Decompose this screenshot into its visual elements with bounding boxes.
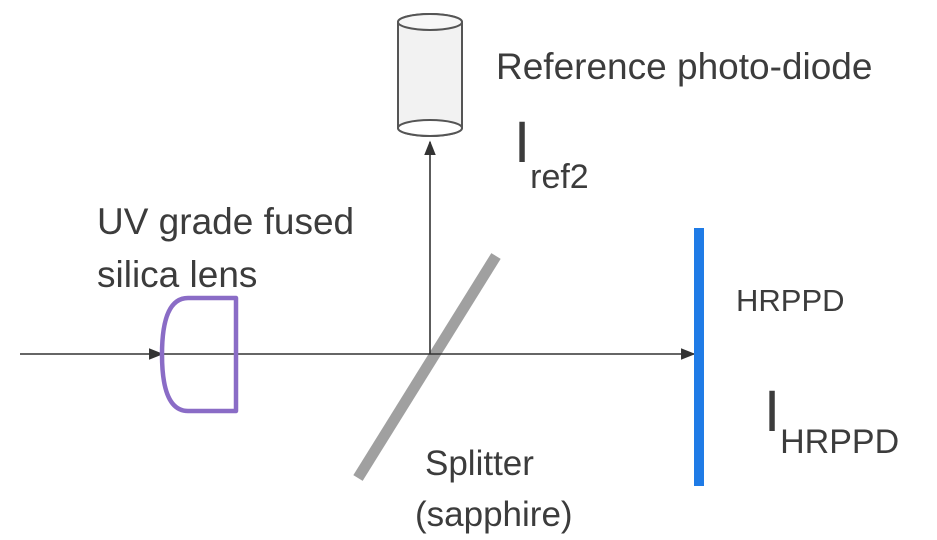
ref2-intensity-symbol: Iref2 — [514, 114, 589, 195]
photodiode-window — [397, 119, 463, 137]
hrppd-label: HRPPD — [736, 283, 845, 318]
photodiode-top — [397, 13, 463, 31]
splitter-label-line2: (sapphire) — [415, 495, 573, 534]
lens-label-line2: silica lens — [97, 254, 258, 295]
splitter-label-line1: Splitter — [425, 444, 534, 483]
hrppd-intensity-symbol: IHRPPD — [764, 383, 899, 460]
uv-fused-silica-lens — [159, 295, 239, 414]
lens-label-line1: UV grade fused — [97, 201, 355, 242]
hrppd-detector — [694, 228, 704, 486]
splitter-plate — [353, 253, 501, 481]
ref2-symbol-main: I — [514, 110, 531, 175]
reference-photodiode — [397, 13, 463, 137]
ref2-symbol-subscript: ref2 — [530, 158, 589, 196]
photodiode-label: Reference photo-diode — [496, 46, 873, 87]
hrppd-symbol-main: I — [764, 379, 781, 444]
photodiode-body — [397, 13, 463, 137]
hrppd-symbol-subscript: HRPPD — [780, 423, 900, 461]
